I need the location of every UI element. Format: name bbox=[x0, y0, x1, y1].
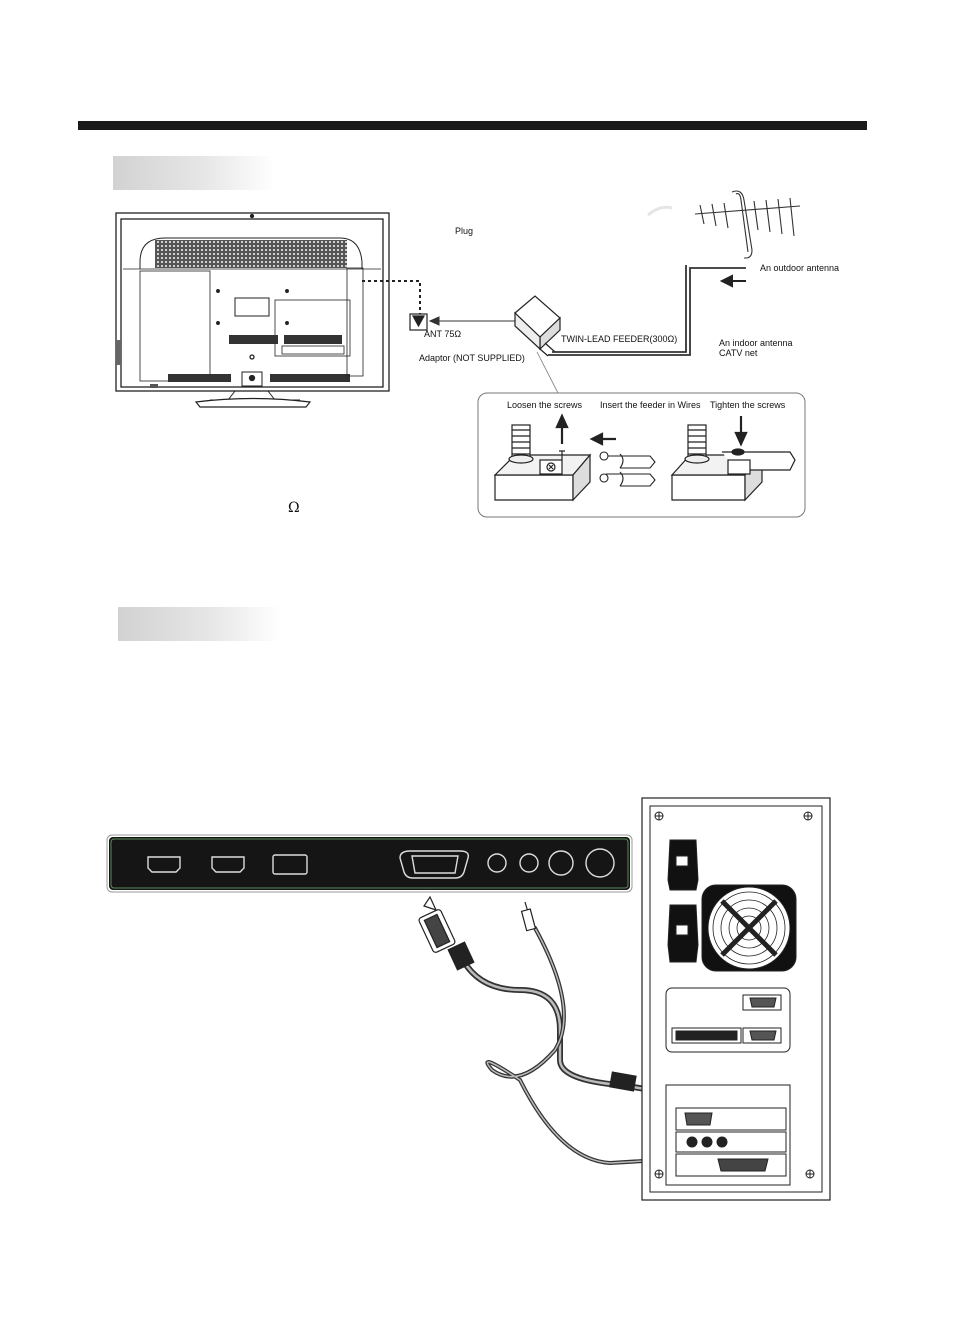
ant-jack-icon bbox=[409, 313, 428, 331]
pc-screw-icons bbox=[654, 811, 815, 1179]
audio-jack-2-icon bbox=[519, 853, 539, 873]
io-ports-block bbox=[665, 987, 791, 1053]
label-adaptor: Adaptor (NOT SUPPLIED) bbox=[419, 353, 525, 363]
feeder-wires-icon bbox=[599, 451, 656, 487]
connector-block-left bbox=[493, 424, 592, 502]
vga-port-icon bbox=[399, 850, 470, 879]
tv-rear-panel bbox=[115, 212, 390, 408]
inset-instructions-box bbox=[477, 392, 806, 518]
label-tighten-screws: Tighten the screws bbox=[710, 400, 786, 410]
outdoor-antenna-icon bbox=[694, 190, 801, 259]
label-indoor-antenna: An indoor antenna bbox=[719, 338, 793, 348]
hdmi-port-2-icon bbox=[211, 856, 245, 873]
audio-jack-1-icon bbox=[487, 853, 507, 873]
audio-cable bbox=[485, 926, 662, 1166]
expansion-slots-block bbox=[665, 1084, 791, 1186]
tv-side-panel bbox=[106, 834, 633, 893]
loosen-arrow-icon bbox=[555, 413, 569, 444]
label-ant-75: ANT 75Ω bbox=[424, 329, 462, 339]
audio-jack-3-icon bbox=[548, 850, 574, 876]
power-socket-icons bbox=[667, 839, 699, 963]
section-tab-antenna bbox=[113, 156, 275, 190]
feeder-arrow bbox=[719, 274, 746, 288]
section-tab-pc bbox=[118, 607, 282, 641]
label-catv-net: CATV net bbox=[719, 348, 758, 358]
usb-port-icon bbox=[272, 854, 308, 875]
label-plug: Plug bbox=[455, 226, 474, 236]
omega-symbol: Ω bbox=[288, 500, 300, 516]
label-loosen-screws: Loosen the screws bbox=[507, 400, 583, 410]
hdmi-port-1-icon bbox=[147, 856, 181, 873]
audio-plug-tv-icon bbox=[520, 901, 537, 932]
header-rule bbox=[78, 121, 867, 130]
label-insert-feeder: Insert the feeder in Wires bbox=[600, 400, 701, 410]
connector-block-right bbox=[670, 424, 796, 502]
tighten-arrow-icon bbox=[734, 416, 748, 447]
adaptor-plug-icon bbox=[514, 295, 561, 357]
label-twin-lead-feeder: TWIN-LEAD FEEDER(300Ω) bbox=[561, 334, 678, 344]
vga-plug-tv-icon bbox=[418, 895, 475, 971]
label-outdoor-antenna: An outdoor antenna bbox=[760, 263, 840, 273]
adaptor-arrow bbox=[428, 316, 515, 326]
fan-grille-icon bbox=[701, 884, 797, 972]
tv-to-jack-dashed-line bbox=[362, 280, 421, 314]
insert-arrow-icon bbox=[589, 432, 616, 446]
twin-lead-cable bbox=[548, 265, 746, 356]
antenna-jack-icon bbox=[585, 848, 615, 878]
